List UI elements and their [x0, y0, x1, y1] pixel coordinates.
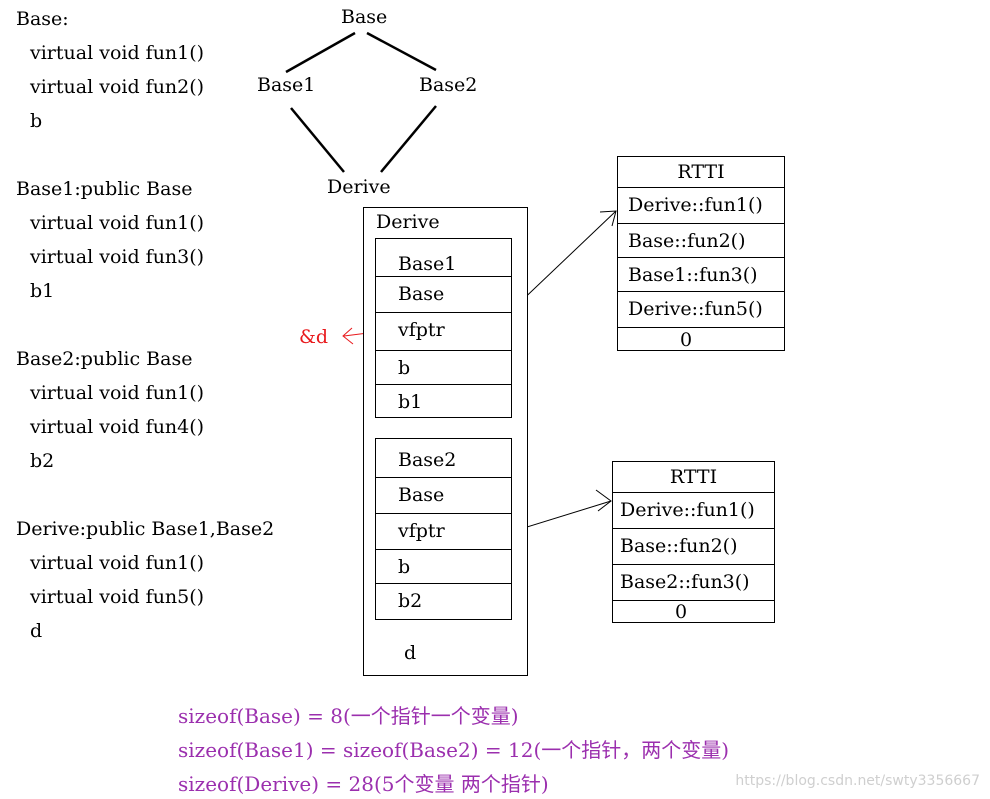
class-base1-member: virtual void fun3() — [30, 246, 205, 268]
vtable-base1-terminator: 0 — [618, 327, 784, 351]
base2-subobject-base: Base — [376, 477, 511, 513]
class-base2-member: b2 — [30, 450, 55, 472]
vtable-base2-terminator: 0 — [613, 600, 774, 623]
base1-subobject: Base1 Base vfptr b b1 — [375, 238, 512, 418]
address-label: &d — [299, 326, 329, 348]
class-base2-member: virtual void fun1() — [30, 382, 205, 404]
base2-subobject-b2: b2 — [376, 583, 511, 619]
sizeof-derive-note: sizeof(Derive) = 28(5个变量 两个指针) — [178, 772, 549, 796]
class-derive-member: virtual void fun1() — [30, 552, 205, 574]
base1-subobject-vfptr: vfptr — [376, 312, 511, 346]
class-base-member: b — [30, 110, 43, 132]
class-base1-title: Base1:public Base — [16, 178, 193, 200]
edge-base-base2 — [366, 31, 437, 72]
vtable-base1-entry: Derive::fun5() — [618, 291, 784, 327]
class-base-title: Base: — [16, 8, 69, 30]
base2-subobject-vfptr: vfptr — [376, 513, 511, 549]
derive-tail-d: d — [404, 642, 417, 664]
class-derive-member: virtual void fun5() — [30, 586, 205, 608]
addr-arrow-head — [342, 327, 354, 345]
vtable-base2: RTTI Derive::fun1() Base::fun2() Base2::… — [612, 461, 775, 623]
vtable-base1: RTTI Derive::fun1() Base::fun2() Base1::… — [617, 156, 785, 351]
class-base-member: virtual void fun1() — [30, 42, 205, 64]
sizeof-base1-base2-note: sizeof(Base1) = sizeof(Base2) = 12(一个指针，… — [178, 738, 730, 762]
base1-subobject-b: b — [376, 350, 511, 384]
base2-subobject-title: Base2 — [398, 449, 457, 471]
watermark: https://blog.csdn.net/swty3356667 — [735, 773, 980, 789]
hierarchy-bottom: Derive — [327, 176, 391, 198]
edge-base2-derive — [380, 105, 437, 173]
sizeof-base-note: sizeof(Base) = 8(一个指针一个变量) — [178, 704, 519, 728]
base1-subobject-b1: b1 — [376, 384, 511, 418]
vtable-base2-header: RTTI — [669, 466, 718, 488]
edge-base1-derive — [290, 107, 345, 173]
vtable-base2-entry: Derive::fun1() — [613, 492, 774, 528]
base1-subobject-title: Base1 — [398, 253, 457, 275]
edge-base-base1 — [285, 31, 356, 74]
base2-subobject: Base2 Base vfptr b b2 — [375, 438, 512, 620]
derive-layout-title: Derive — [376, 211, 440, 233]
base1-subobject-base: Base — [376, 276, 511, 312]
hierarchy-top: Base — [341, 6, 388, 28]
hierarchy-left: Base1 — [257, 74, 316, 96]
vtable-base1-entry: Base1::fun3() — [618, 257, 784, 291]
base2-subobject-b: b — [376, 549, 511, 583]
class-derive-title: Derive:public Base1,Base2 — [16, 518, 275, 540]
vfptr2-arrow-head — [595, 489, 612, 512]
class-derive-member: d — [30, 620, 43, 642]
class-base1-member: virtual void fun1() — [30, 212, 205, 234]
vtable-base1-entry: Base::fun2() — [618, 223, 784, 257]
class-base1-member: b1 — [30, 280, 55, 302]
class-base2-title: Base2:public Base — [16, 348, 193, 370]
vtable-base2-entry: Base2::fun3() — [613, 564, 774, 600]
hierarchy-right: Base2 — [419, 74, 478, 96]
vfptr1-arrow-head — [599, 210, 617, 227]
vtable-base1-header: RTTI — [677, 161, 725, 183]
vtable-base1-entry: Derive::fun1() — [618, 187, 784, 223]
vtable-base2-entry: Base::fun2() — [613, 528, 774, 564]
class-base2-member: virtual void fun4() — [30, 416, 205, 438]
class-base-member: virtual void fun2() — [30, 76, 205, 98]
